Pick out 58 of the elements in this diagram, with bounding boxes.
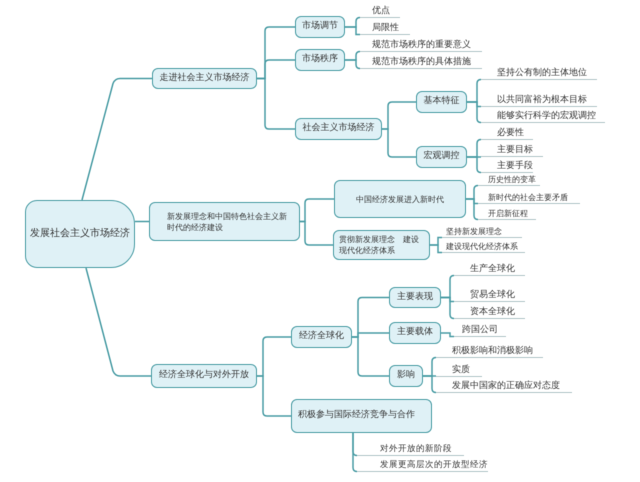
connector-line: [466, 198, 479, 220]
underlined-label: 主要目标: [481, 144, 543, 157]
topic-box: 中国经济发展进入新时代: [334, 180, 466, 218]
underlined-label: 主要手段: [481, 160, 533, 173]
topic-box: 社会主义市场经济: [295, 118, 382, 140]
underlined-label: 优点: [360, 5, 400, 18]
connector-line: [135, 220, 149, 222]
underlined-label: 新时代的社会主要矛盾: [478, 191, 580, 204]
topic-box: 影响: [389, 365, 423, 387]
underlined-label: 生产全球化: [454, 263, 525, 276]
connector-line: [345, 26, 360, 36]
topic-box: 贯彻新发展理念 建设现代化经济体系: [333, 230, 430, 260]
connector-line: [345, 59, 361, 70]
topic-box: 基本特征: [416, 91, 467, 113]
connector-line: [430, 244, 442, 254]
connector-line: [257, 375, 291, 417]
topic-box: 主要表现: [389, 287, 441, 308]
connector-line: [81, 78, 152, 200]
underlined-label: 历史性的变革: [478, 173, 540, 186]
underlined-label: 必要性: [481, 127, 533, 140]
underlined-label: 对外开放的新阶段: [357, 443, 464, 456]
underlined-label: 跨国公司: [454, 324, 506, 337]
underlined-label: 能够实行科学的宏观调控: [481, 110, 605, 123]
connector-line: [257, 78, 295, 130]
underlined-label: 开启新征程: [478, 207, 536, 220]
underlined-label: 发展更高层次的开放型经济: [357, 459, 488, 472]
underlined-label: 局限性: [360, 22, 410, 35]
underlined-label: 以共同富裕为根本目标: [481, 94, 597, 107]
topic-box: 经济全球化与对外开放: [151, 364, 257, 388]
underlined-label: 坚持新发展理念: [442, 225, 522, 238]
connector-line: [352, 433, 358, 472]
connector-line: [441, 296, 455, 320]
topic-box: 宏观调控: [416, 146, 467, 168]
topic-box: 新发展理念和中国特色社会主义新时代的经济建设: [149, 202, 300, 241]
underlined-label: 规范市场秩序的具体措施: [360, 56, 482, 69]
underlined-label: 资本全球化: [454, 306, 525, 319]
central-topic-box: 发展社会主义市场经济: [25, 200, 135, 268]
underlined-label: 坚持公有制的主体地位: [481, 67, 597, 80]
topic-box: 经济全球化: [291, 326, 352, 348]
underlined-label: 积极影响和消极影响: [436, 345, 543, 358]
topic-box: 积极参与国际经济竞争与合作: [291, 399, 432, 433]
underlined-label: 建设现代化经济体系: [442, 240, 525, 253]
underlined-label: 规范市场秩序的重要意义: [360, 39, 482, 52]
connector-line: [352, 336, 389, 377]
connector-line: [441, 332, 454, 338]
underlined-label: 贸易全球化: [454, 289, 525, 302]
topic-box: 市场调节: [295, 16, 345, 38]
topic-box: 主要载体: [389, 322, 441, 344]
connector-line: [467, 101, 482, 124]
underlined-label: 实质: [436, 364, 482, 377]
connector-line: [300, 220, 333, 246]
topic-box: 走进社会主义市场经济: [152, 68, 257, 89]
connector-line: [467, 156, 482, 174]
underlined-label: 发展中国家的正确应对态度: [436, 380, 572, 393]
connector-line: [85, 268, 151, 377]
connector-line: [423, 375, 437, 394]
connector-line: [382, 128, 416, 158]
topic-box: 市场秩序: [295, 49, 345, 71]
